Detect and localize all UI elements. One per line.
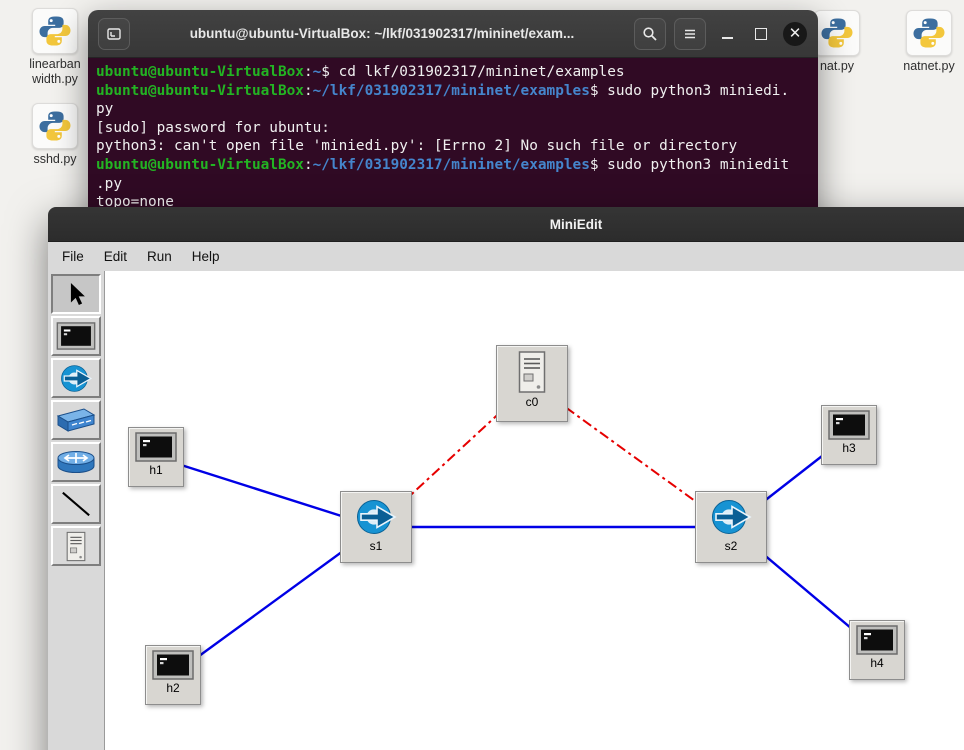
link-h1-s1[interactable]: [155, 455, 377, 529]
menu-button[interactable]: [674, 17, 706, 50]
desktop-icon-label: natnet.py: [903, 59, 955, 73]
close-button[interactable]: ✕: [782, 21, 808, 47]
tool-host[interactable]: [51, 316, 101, 356]
terminal-title: ubuntu@ubuntu-VirtualBox: ~/lkf/03190231…: [189, 26, 575, 41]
tool-legacy-switch[interactable]: [51, 400, 101, 440]
new-tab-button[interactable]: [98, 17, 130, 50]
menu-item-file[interactable]: File: [62, 249, 84, 264]
search-button[interactable]: [634, 17, 666, 50]
tool-switch[interactable]: [51, 358, 101, 398]
menu-item-run[interactable]: Run: [147, 249, 172, 264]
miniedit-titlebar[interactable]: MiniEdit: [48, 207, 964, 242]
select-icon: [70, 283, 85, 305]
host-icon: [56, 322, 96, 350]
host-icon: [828, 410, 870, 440]
netlink-icon: [62, 491, 90, 517]
desktop-icon-natnet[interactable]: natnet.py: [884, 10, 964, 74]
close-icon: ✕: [783, 21, 807, 46]
switch-icon: [712, 500, 752, 534]
hamburger-icon: [685, 29, 695, 38]
node-h4[interactable]: h4: [849, 620, 905, 680]
miniedit-window: MiniEdit File Edit Run Help c0 s1 s2 h1 h2 h3 h4: [48, 207, 964, 750]
switch-icon: [61, 364, 93, 392]
terminal-line: .py: [96, 175, 122, 192]
desktop-icon-sshd[interactable]: sshd.py: [10, 103, 100, 167]
menu-item-edit[interactable]: Edit: [103, 249, 128, 264]
terminal-line: ubuntu@ubuntu-VirtualBox:~$ cd lkf/03190…: [96, 64, 625, 80]
node-h3[interactable]: h3: [821, 405, 877, 465]
host-icon: [856, 625, 898, 655]
node-label: s2: [724, 539, 738, 553]
new-tab-icon: [107, 27, 121, 40]
legacy-switch-icon: [56, 408, 96, 432]
terminal-line: [sudo] password for ubuntu:: [96, 119, 339, 136]
desktop-icon-label: nat.py: [819, 59, 855, 73]
switch-icon: [357, 500, 397, 534]
menu-item-help[interactable]: Help: [191, 249, 220, 264]
miniedit-toolbar: [48, 271, 104, 750]
node-label: h2: [166, 681, 180, 695]
python-file-icon: [32, 103, 78, 149]
terminal-line: ubuntu@ubuntu-VirtualBox:~/lkf/031902317…: [96, 82, 790, 99]
tool-legacy-router[interactable]: [51, 442, 101, 482]
node-label: h3: [842, 441, 856, 455]
controller-icon: [66, 531, 86, 561]
host-icon: [135, 432, 177, 462]
miniedit-menubar: File Edit Run Help: [48, 242, 964, 273]
tool-controller[interactable]: [51, 526, 101, 566]
node-h2[interactable]: h2: [145, 645, 201, 705]
miniedit-title: MiniEdit: [549, 216, 603, 232]
node-label: c0: [525, 394, 539, 409]
topology-canvas[interactable]: c0 s1 s2 h1 h2 h3 h4: [104, 271, 964, 750]
host-icon: [152, 650, 194, 680]
links-layer: [155, 382, 878, 676]
terminal-line: topo=none: [96, 194, 174, 211]
terminal-line: ubuntu@ubuntu-VirtualBox:~/lkf/031902317…: [96, 156, 790, 173]
node-label: h1: [149, 463, 163, 477]
maximize-icon: [755, 27, 767, 40]
maximize-button[interactable]: [748, 21, 774, 47]
terminal-titlebar[interactable]: ubuntu@ubuntu-VirtualBox: ~/lkf/03190231…: [88, 10, 818, 58]
desktop-icon-label: sshd.py: [33, 152, 77, 166]
minimize-icon: [721, 36, 733, 39]
node-s1[interactable]: s1: [340, 491, 412, 563]
python-file-icon: [814, 10, 860, 56]
terminal-line: py: [96, 101, 114, 118]
desktop-icon-nat[interactable]: nat.py: [792, 10, 882, 74]
python-file-icon: [906, 10, 952, 56]
node-h1[interactable]: h1: [128, 427, 184, 487]
node-label: s1: [369, 539, 383, 553]
node-c0[interactable]: c0: [496, 344, 568, 422]
node-label: h4: [870, 656, 884, 670]
controller-icon: [518, 350, 546, 393]
terminal-line: python3: can't open file 'miniedi.py': […: [96, 138, 738, 155]
python-file-icon: [32, 8, 78, 54]
tool-select[interactable]: [51, 274, 101, 314]
tool-netlink[interactable]: [51, 484, 101, 524]
minimize-button[interactable]: [714, 21, 740, 47]
legacy-router-icon: [57, 451, 95, 473]
node-s2[interactable]: s2: [695, 491, 767, 563]
search-icon: [643, 26, 657, 41]
